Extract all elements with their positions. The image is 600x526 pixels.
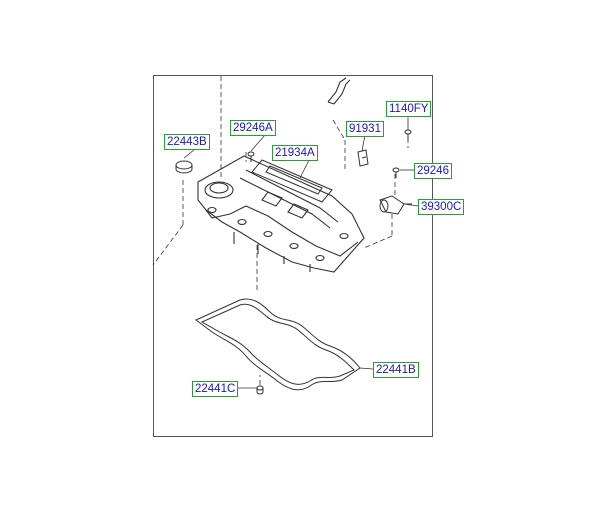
bolt-29246a — [247, 151, 255, 162]
part-label-22443b[interactable]: 22443B — [164, 134, 210, 150]
bracket-91931 — [357, 149, 369, 167]
part-label-21934a[interactable]: 21934A — [272, 145, 318, 161]
part-label-39300c[interactable]: 39300C — [418, 199, 465, 215]
baffle-plate — [251, 159, 333, 203]
filler-cap-seal — [175, 160, 193, 174]
part-label-91931[interactable]: 91931 — [346, 121, 384, 137]
part-label-29246a[interactable]: 29246A — [230, 120, 276, 136]
grommet-22441c — [256, 385, 264, 395]
part-label-1140fy[interactable]: 1140FY — [386, 101, 432, 117]
cam-sensor — [379, 195, 412, 215]
part-label-29246[interactable]: 29246 — [414, 163, 452, 179]
part-label-22441b[interactable]: 22441B — [373, 362, 419, 378]
bolt-29246 — [392, 167, 400, 178]
pcv-hose — [327, 77, 351, 105]
rocker-cover — [197, 155, 365, 273]
bolt-1140fy — [404, 129, 412, 140]
cover-gasket — [195, 298, 361, 391]
part-label-22441c[interactable]: 22441C — [192, 381, 239, 397]
